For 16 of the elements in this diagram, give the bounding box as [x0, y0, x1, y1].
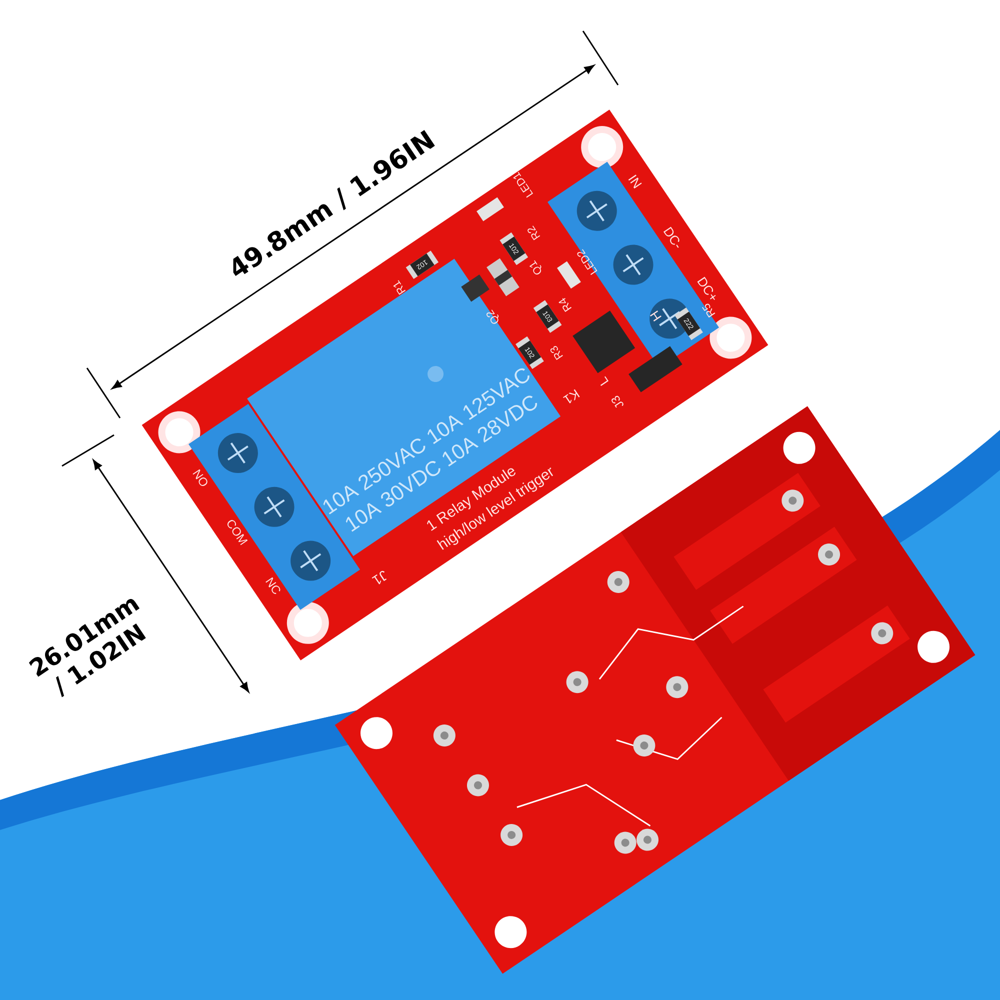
terminal-label: IN — [628, 174, 642, 189]
component-label: R5 — [702, 304, 716, 318]
component-label: R3 — [550, 346, 563, 360]
component-label: R1 — [393, 280, 406, 295]
terminal-label: NC — [266, 577, 280, 594]
terminal-label: NO — [192, 469, 208, 486]
component-label: K1 — [563, 389, 580, 404]
component-label: H — [650, 310, 662, 322]
terminal-label: DC- — [663, 226, 680, 248]
component-label: R4 — [558, 298, 572, 312]
component-label: Q1 — [529, 260, 542, 275]
component-label: L — [600, 376, 608, 386]
component-label: Q2 — [486, 310, 499, 324]
component-label: J3 — [612, 396, 624, 408]
component-label: R2 — [528, 226, 540, 240]
component-label: J1 — [372, 570, 387, 584]
